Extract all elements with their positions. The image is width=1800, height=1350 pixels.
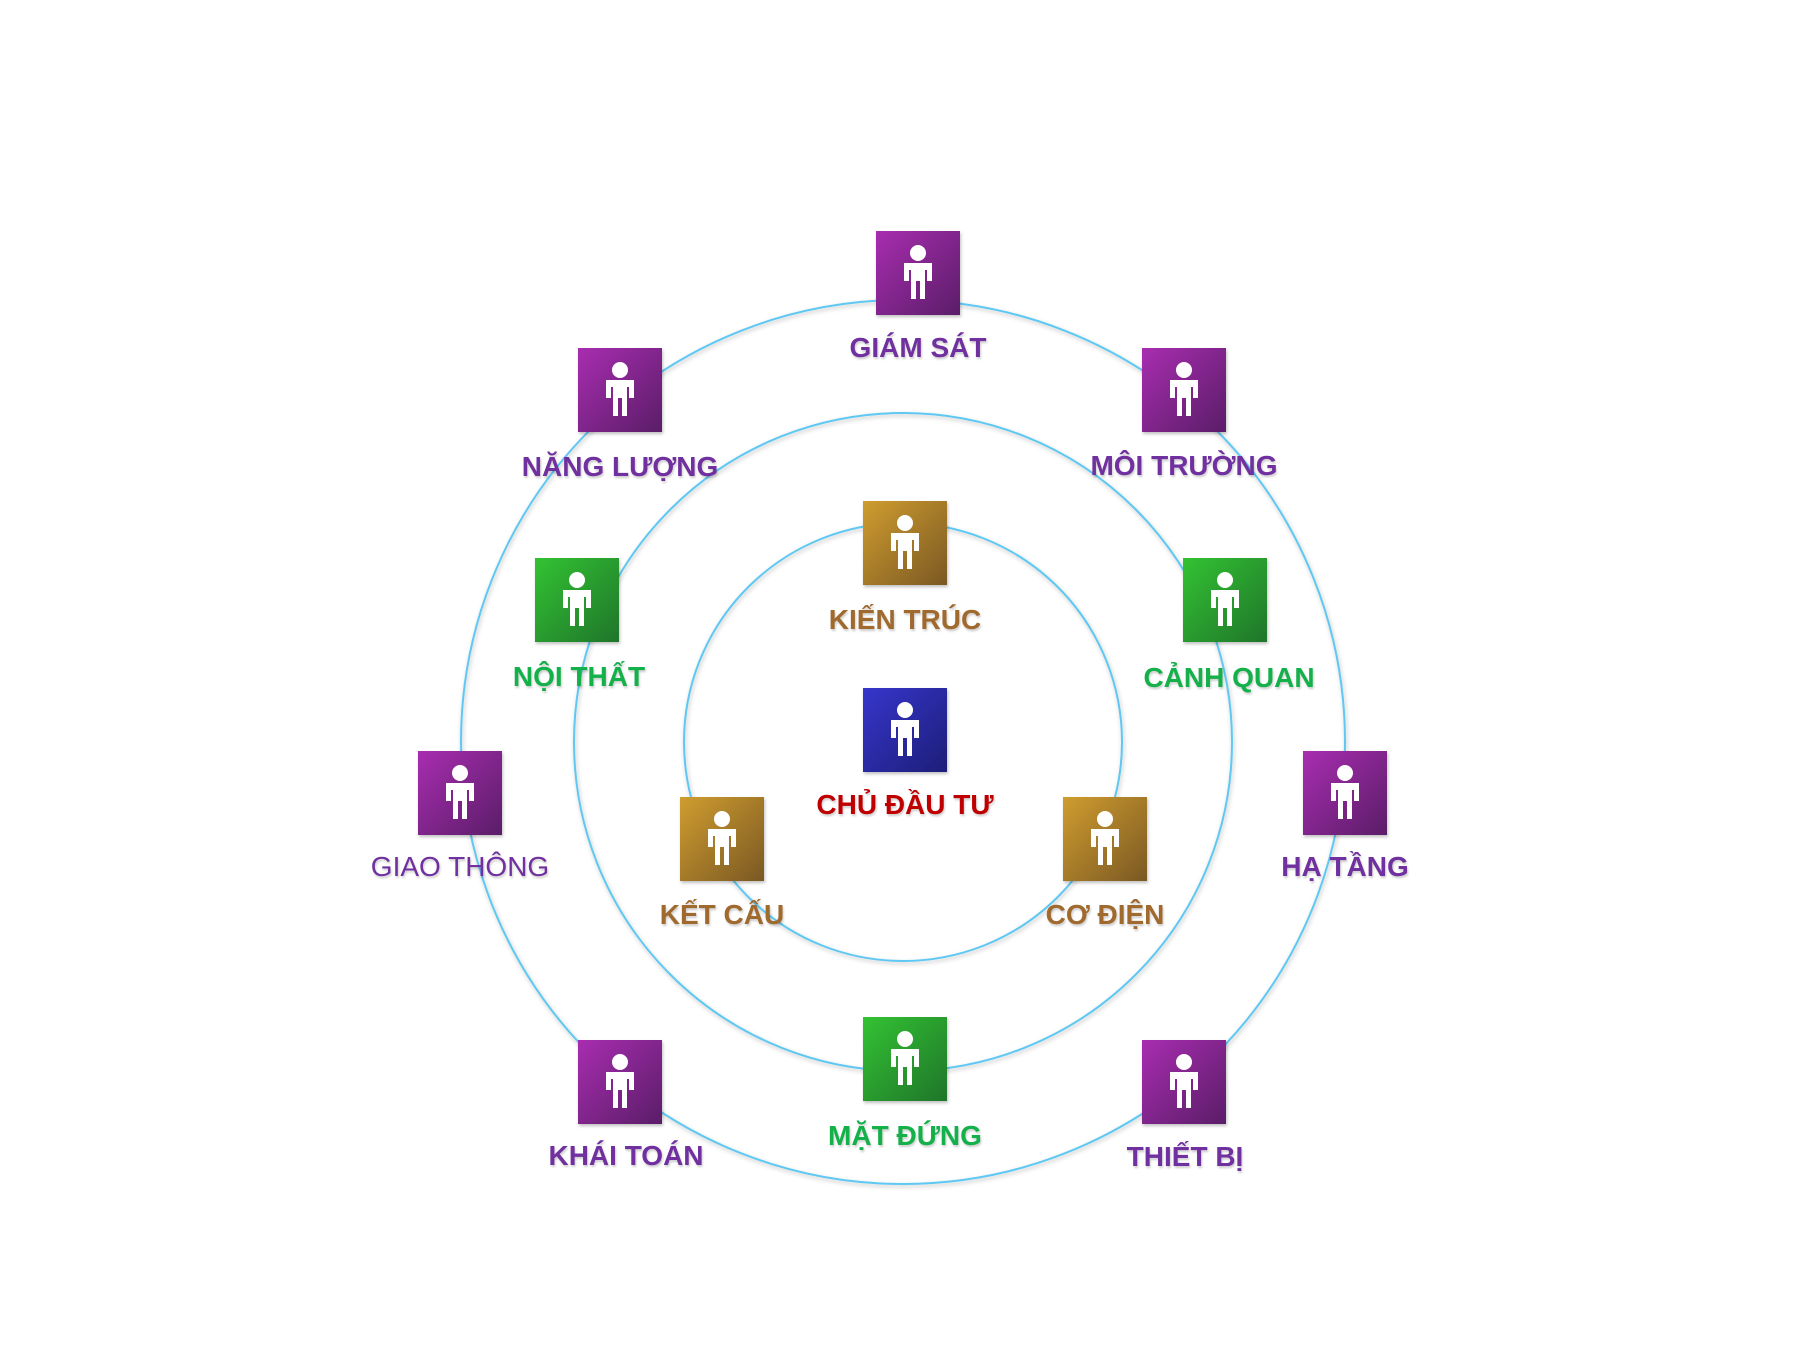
person-icon	[1142, 348, 1226, 432]
node-label: CƠ ĐIỆN	[1045, 899, 1165, 930]
node-label: NĂNG LƯỢNG	[521, 451, 719, 482]
node-label: KHÁI TOÁN	[548, 1140, 704, 1171]
node-label: CẢNH QUAN	[1143, 662, 1315, 693]
node-label: HẠ TẦNG	[1281, 851, 1409, 882]
node-label: THIẾT BỊ	[1126, 1141, 1244, 1172]
node-label: GIÁM SÁT	[849, 332, 987, 363]
node-label: GIAO THÔNG	[370, 851, 550, 882]
node-label: KIẾN TRÚC	[828, 604, 982, 635]
person-icon	[578, 348, 662, 432]
person-icon	[680, 797, 764, 881]
node-label: NỘI THẤT	[512, 661, 646, 692]
person-icon	[863, 1017, 947, 1101]
person-icon	[1303, 751, 1387, 835]
person-icon	[418, 751, 502, 835]
person-icon	[535, 558, 619, 642]
person-icon	[1183, 558, 1267, 642]
person-icon	[578, 1040, 662, 1124]
node-label: MÔI TRƯỜNG	[1090, 450, 1278, 481]
node-label: CHỦ ĐẦU TƯ	[816, 789, 994, 820]
node-label: MẶT ĐỨNG	[828, 1120, 982, 1151]
person-icon	[1142, 1040, 1226, 1124]
person-icon	[876, 231, 960, 315]
person-icon	[1063, 797, 1147, 881]
node-label: KẾT CẤU	[659, 899, 785, 930]
person-icon	[863, 688, 947, 772]
person-icon	[863, 501, 947, 585]
